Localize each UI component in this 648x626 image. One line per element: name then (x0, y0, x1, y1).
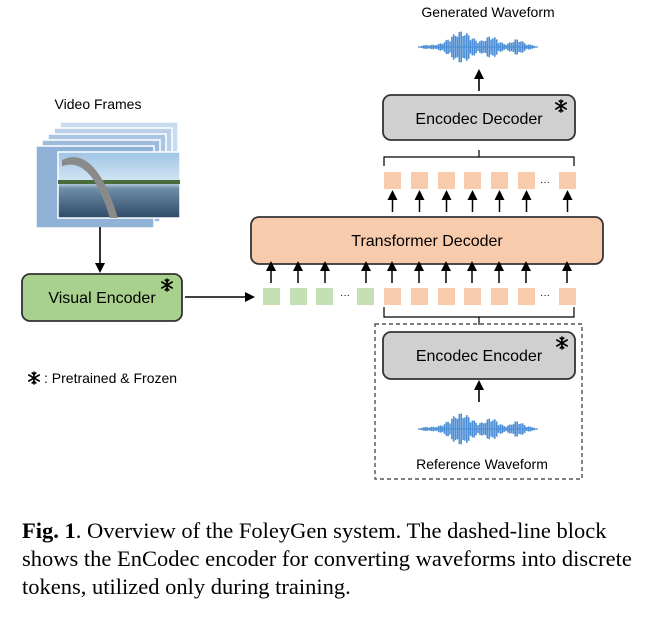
audio-token (384, 288, 401, 305)
reference-waveform-label: Reference Waveform (416, 456, 548, 472)
snowflake-icon (27, 371, 41, 385)
output-ellipsis: ··· (540, 177, 550, 188)
audio-token (559, 288, 576, 305)
figure-caption: Fig. 1. Overview of the FoleyGen system.… (22, 517, 632, 601)
video-frames-label: Video Frames (55, 96, 142, 112)
transformer-decoder-label: Transformer Decoder (351, 233, 503, 250)
visual-token (316, 288, 333, 305)
audio-token (491, 172, 508, 189)
input-audio-tokens (384, 288, 576, 305)
video-frames-stack (35, 121, 181, 229)
input-token-arrows (266, 261, 572, 283)
input-bracket (383, 307, 575, 325)
training-only-block (374, 323, 583, 480)
audio-token (491, 288, 508, 305)
output-audio-tokens (384, 172, 576, 189)
audio-token (518, 288, 535, 305)
encodec-encoder-box (382, 331, 576, 380)
caption-label: Fig. 1 (22, 518, 76, 543)
visual-token (357, 288, 374, 305)
visual-encoder-label: Visual Encoder (48, 290, 156, 307)
audio-token (518, 172, 535, 189)
legend-label: : Pretrained & Frozen (44, 370, 177, 386)
visual-token (290, 288, 307, 305)
generated-waveform-icon (418, 31, 538, 63)
audio-token (411, 172, 428, 189)
visual-ellipsis: ··· (340, 290, 350, 301)
encodec-decoder-box (382, 94, 576, 141)
encodec-encoder-label: Encodec Encoder (416, 348, 543, 365)
audio-token (559, 172, 576, 189)
generated-waveform-label: Generated Waveform (421, 4, 554, 20)
visual-encoder-box (21, 273, 183, 322)
audio-token (438, 288, 455, 305)
audio-token (464, 172, 481, 189)
audio-token (411, 288, 428, 305)
visual-token (263, 288, 280, 305)
output-token-arrows (387, 190, 573, 212)
encodec-decoder-label: Encodec Decoder (415, 111, 543, 128)
input-ellipsis: ··· (540, 290, 550, 301)
audio-token (438, 172, 455, 189)
caption-text: . Overview of the FoleyGen system. The d… (22, 518, 632, 599)
visual-tokens (263, 288, 374, 305)
foleygen-diagram: Generated Waveform Encodec Decoder ··· T… (21, 4, 604, 480)
output-bracket (383, 150, 575, 166)
audio-token (464, 288, 481, 305)
reference-waveform-icon (418, 413, 538, 445)
transformer-decoder-box (250, 216, 604, 265)
audio-token (384, 172, 401, 189)
